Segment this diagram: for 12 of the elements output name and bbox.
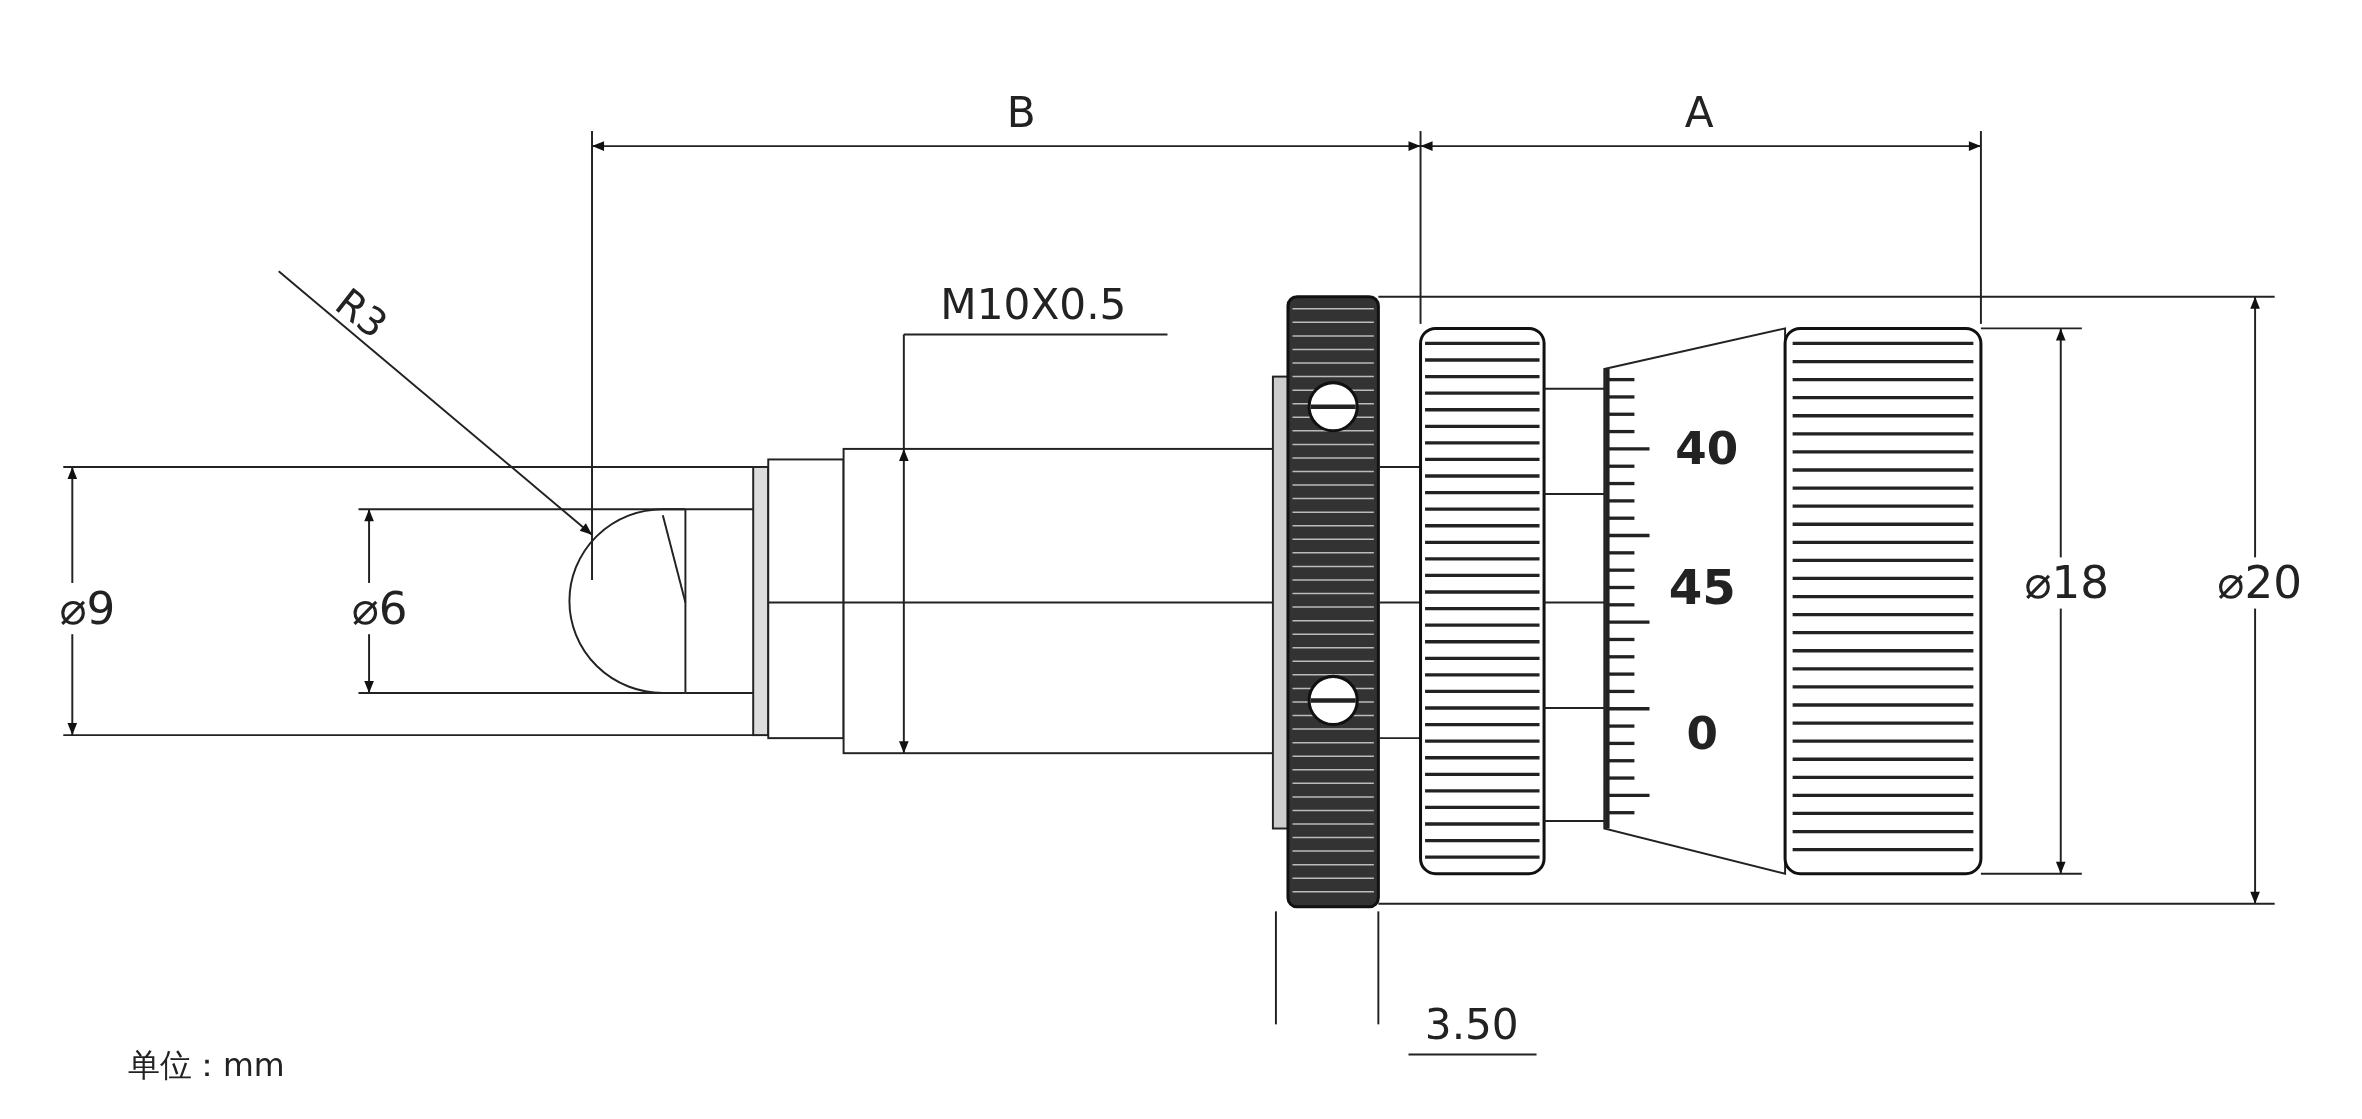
scale-number: 40 xyxy=(1675,426,1739,472)
dimension-label: M10X0.5 xyxy=(940,284,1127,327)
scale-number: 0 xyxy=(1686,711,1718,757)
dimension-label: A xyxy=(1684,91,1714,135)
dimension-label: ⌀20 xyxy=(2217,557,2302,609)
unit-note: 单位：mm xyxy=(128,1050,285,1083)
dimension-label: B xyxy=(1006,91,1036,135)
dimension-label: 3.50 xyxy=(1424,1004,1519,1047)
dimension-label: ⌀6 xyxy=(351,583,408,635)
dimension-label: R3 xyxy=(328,281,395,345)
scale-number: 45 xyxy=(1668,563,1736,612)
dimension-label: ⌀9 xyxy=(59,583,116,635)
